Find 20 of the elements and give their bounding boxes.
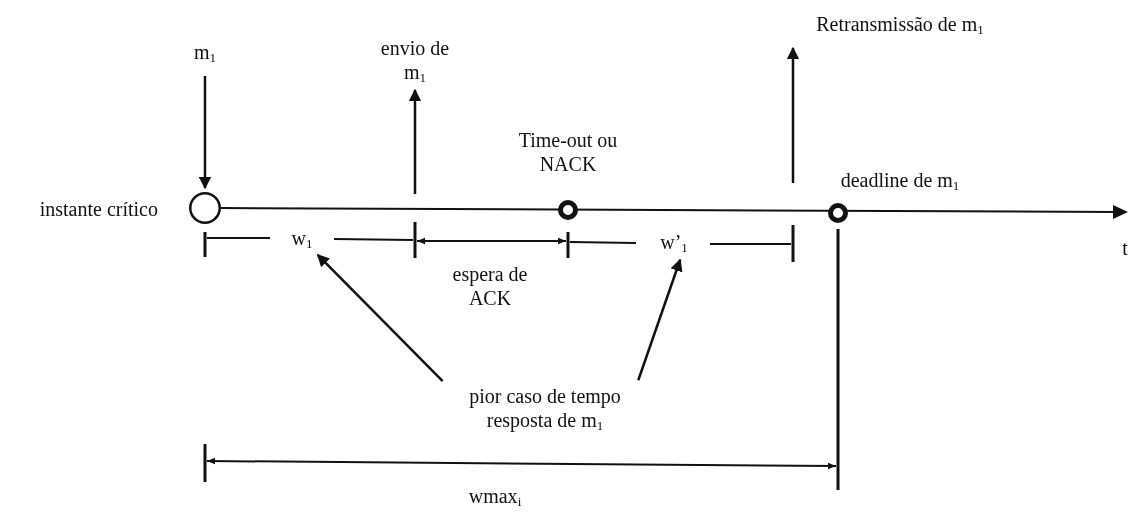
event-circle (828, 203, 848, 223)
interval-label: wmax$_{i}$ (467, 484, 523, 508)
event-label: Retransmissão de m$_{1}$ (770, 12, 1030, 44)
event-circle (558, 200, 578, 220)
axis-label: t (1121, 236, 1129, 260)
event-label: m$_{1}$ (185, 40, 225, 72)
event-circle (189, 192, 221, 224)
interval-label: w$_{1}$ (282, 226, 322, 252)
annotation-text: pior caso de tempo resposta de m$_{1}$ (445, 384, 645, 440)
event-label: envio de m$_{1}$ (375, 36, 455, 86)
event-label: deadline de m$_{1}$ (839, 168, 961, 196)
event-label: Time-out ou NACK (517, 128, 619, 177)
arrow (198, 76, 212, 190)
interval-label: w’$_{1}$ (650, 230, 698, 256)
interval-label: espera de ACK (451, 262, 529, 310)
event-arrow (786, 46, 800, 183)
arrow (637, 258, 683, 381)
event-label: instante crítico (38, 197, 158, 222)
event-arrow (408, 88, 422, 194)
arrow (316, 253, 444, 383)
